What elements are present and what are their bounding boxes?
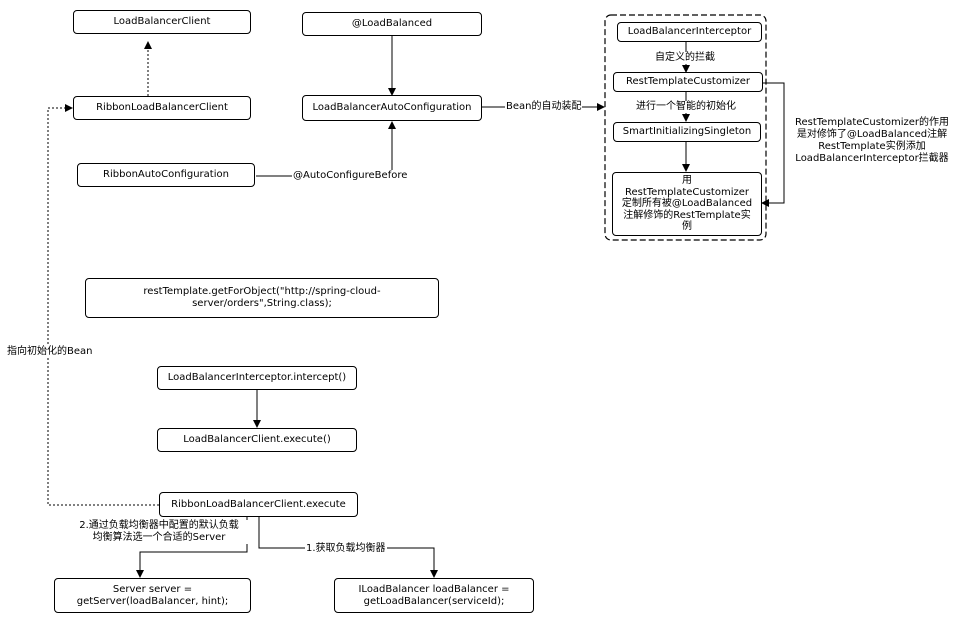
edge-customizer-loop (761, 82, 785, 207)
node-label: 用 RestTemplateCustomizer 定制所有被@LoadBalan… (621, 175, 753, 233)
node-get-for-object: restTemplate.getForObject("http://spring… (85, 278, 439, 318)
node-smart-initializing-singleton: SmartInitializingSingleton (613, 122, 761, 142)
label-auto-configure-before: @AutoConfigureBefore (292, 170, 409, 182)
node-interceptor-intercept: LoadBalancerInterceptor.intercept() (157, 366, 357, 390)
node-label: RibbonAutoConfiguration (103, 169, 229, 180)
node-load-balanced: @LoadBalanced (302, 12, 482, 36)
label-choose-server: 2.通过负载均衡器中配置的默认负载 均衡算法选一个合适的Server (70, 520, 248, 544)
label-point-to-bean: 指向初始化的Bean (6, 346, 94, 358)
node-label: SmartInitializingSingleton (622, 126, 752, 137)
label-get-balancer: 1.获取负载均衡器 (305, 543, 387, 555)
node-lb-client-execute: LoadBalancerClient.execute() (157, 428, 357, 452)
edge-ribbonauto-to-autoconfig (256, 121, 396, 177)
interceptor-group-frame (604, 14, 767, 241)
node-label: LoadBalancerInterceptor (627, 26, 752, 37)
edge-execute-to-bean (47, 104, 159, 506)
label-customizer-note: RestTemplateCustomizer的作用 是对修饰了@LoadBala… (788, 117, 954, 165)
node-label: RibbonLoadBalancerClient (96, 102, 228, 113)
node-label: ILoadBalancer loadBalancer = getLoadBala… (358, 583, 510, 607)
node-ribbon-execute: RibbonLoadBalancerClient.execute (159, 492, 358, 517)
node-label: LoadBalancerClient (113, 16, 211, 27)
node-ribbon-auto-configuration: RibbonAutoConfiguration (77, 163, 255, 187)
node-get-server: Server server = getServer(loadBalancer, … (54, 578, 251, 613)
node-customize-all: 用 RestTemplateCustomizer 定制所有被@LoadBalan… (612, 172, 762, 236)
node-label: restTemplate.getForObject("http://spring… (143, 286, 381, 309)
node-label: LoadBalancerClient.execute() (183, 434, 331, 445)
label-smart-init-step: 进行一个智能的初始化 (635, 101, 737, 113)
node-label: LoadBalancerAutoConfiguration (312, 102, 472, 113)
node-lb-auto-configuration: LoadBalancerAutoConfiguration (302, 95, 482, 121)
node-label: RestTemplateCustomizer (625, 76, 750, 87)
node-get-load-balancer: ILoadBalancer loadBalancer = getLoadBala… (334, 578, 534, 613)
label-custom-intercept: 自定义的拦截 (654, 52, 716, 64)
node-label: RibbonLoadBalancerClient.execute (171, 498, 346, 510)
node-ribbon-load-balancer-client: RibbonLoadBalancerClient (73, 96, 251, 120)
node-label: LoadBalancerInterceptor.intercept() (167, 372, 347, 383)
label-bean-autowire: Bean的自动装配 (505, 101, 583, 113)
node-label: @LoadBalanced (351, 18, 433, 29)
node-rest-template-customizer: RestTemplateCustomizer (613, 72, 763, 92)
node-label: Server server = getServer(loadBalancer, … (76, 583, 229, 607)
node-load-balancer-client: LoadBalancerClient (73, 10, 251, 34)
node-lb-interceptor: LoadBalancerInterceptor (617, 22, 762, 42)
